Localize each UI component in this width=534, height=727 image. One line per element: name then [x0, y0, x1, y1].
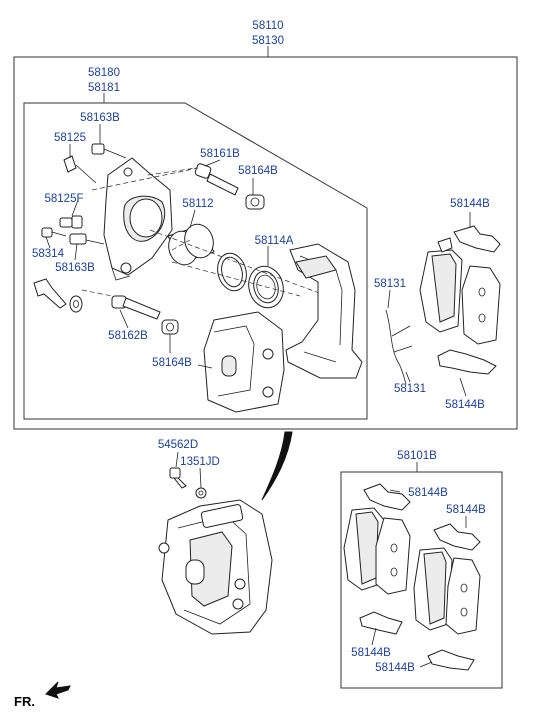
pad-wear-wires	[385, 309, 413, 385]
label-caliper-1: 58180	[88, 67, 120, 79]
label-58314: 58314	[32, 248, 65, 260]
label-dust-cap-2: 58163B	[55, 262, 95, 274]
guide-pin-top	[147, 163, 239, 196]
label-guide-pin-1: 58161B	[200, 148, 240, 160]
assembly-pointer	[261, 431, 293, 501]
boot-top	[245, 194, 265, 210]
pad-kit-pads-right	[413, 547, 481, 635]
caliper-frame	[23, 102, 368, 420]
label-dust-cap-1: 58163B	[80, 112, 120, 124]
label-kit-clip-1: 58144B	[408, 487, 448, 499]
label-washer: 1351JD	[180, 456, 220, 468]
pad-kit-frame	[340, 471, 503, 689]
caliper-housing	[103, 157, 173, 281]
assembly-frame	[13, 56, 518, 430]
guide-dashes	[91, 167, 339, 301]
label-assembly-1: 58110	[252, 20, 283, 32]
label-piston: 58112	[182, 198, 213, 210]
brake-pads-right	[419, 249, 501, 345]
label-pad-kit: 58101B	[397, 450, 437, 462]
bleeder-cap	[59, 215, 83, 229]
label-caliper-2: 58181	[88, 82, 120, 94]
label-wire-1: 58131	[374, 278, 406, 290]
label-kit-clip-3: 58144B	[351, 647, 391, 659]
label-clip-bottom-right: 58144B	[445, 399, 485, 411]
pad-clip-bottom-right	[437, 349, 497, 375]
label-clip-top-right: 58144B	[450, 198, 490, 210]
label-boot-2: 58164B	[152, 357, 192, 369]
pad-kit-pads-left	[343, 507, 411, 595]
label-kit-clip-4: 58144B	[375, 662, 415, 674]
front-arrow-icon	[45, 681, 71, 699]
dust-cap-top	[91, 143, 127, 159]
label-bleeder-cap: 58125F	[44, 193, 83, 205]
pad-clip-top-right	[437, 225, 501, 253]
label-seal-kit: 58114A	[255, 235, 294, 247]
label-front: FR.	[14, 694, 35, 709]
caliper-carrier	[285, 243, 363, 379]
label-assembly-2: 58130	[252, 35, 284, 47]
bleeder-screw	[63, 155, 97, 184]
label-bolt: 54562D	[158, 439, 198, 451]
dust-cap-lower	[69, 233, 105, 245]
leader-lines-upper	[45, 124, 471, 397]
piston	[167, 223, 215, 266]
small-plug	[41, 227, 67, 238]
washer-1351JD	[195, 467, 207, 499]
label-wire-2: 58131	[394, 383, 426, 395]
caliper-body	[203, 311, 285, 413]
guide-bolt-lower-left	[33, 278, 83, 313]
boot-lower	[161, 319, 179, 335]
pad-kit-clips	[359, 483, 481, 671]
label-bleeder: 58125	[54, 132, 86, 144]
assembled-caliper	[158, 499, 273, 635]
bolt-54562D	[169, 451, 187, 489]
piston-seal	[217, 252, 247, 292]
guide-pin-lower	[81, 289, 161, 320]
label-guide-pin-2: 58162B	[108, 330, 148, 342]
label-boot-1: 58164B	[238, 165, 278, 177]
label-kit-clip-2: 58144B	[446, 504, 486, 516]
